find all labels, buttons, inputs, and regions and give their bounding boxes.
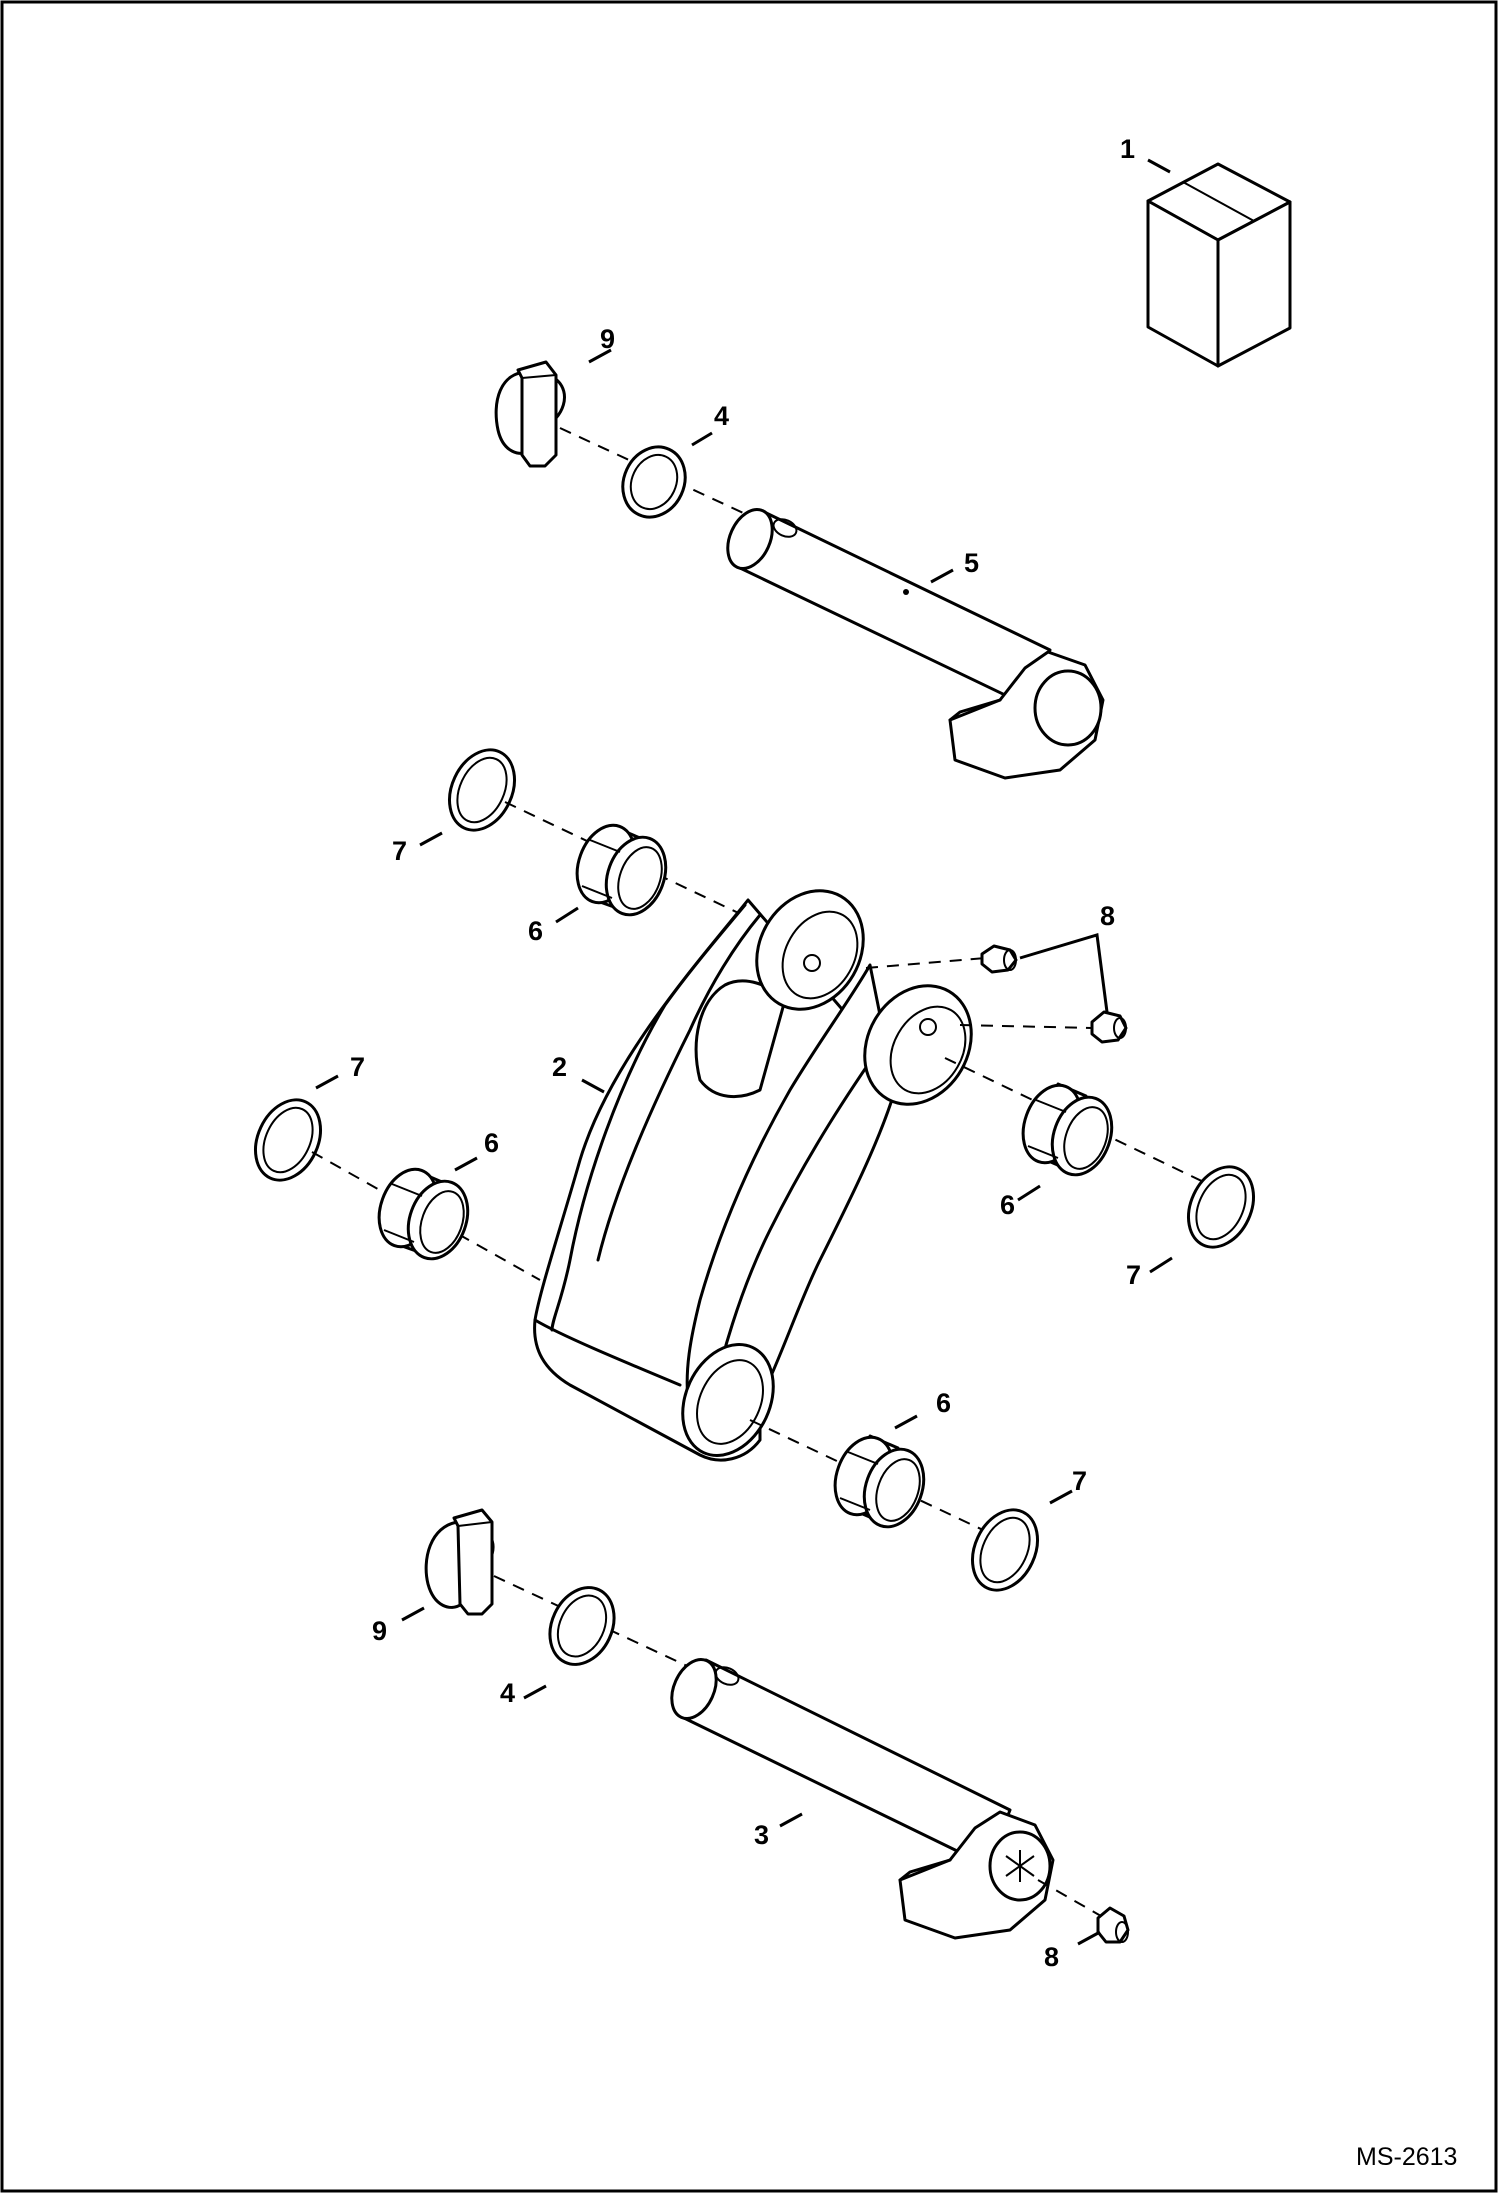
part-6-bushing-left <box>377 1167 470 1261</box>
part-4-washer-bottom <box>548 1586 616 1666</box>
part-6-bushing-upper-left <box>575 823 668 917</box>
callout-6-right: 6 <box>1000 1190 1015 1220</box>
part-7-washer-left <box>254 1098 322 1182</box>
callout-7-bottom: 7 <box>1072 1466 1087 1496</box>
part-6-bushing-right <box>1021 1082 1114 1177</box>
part-8-grease-fitting-upper <box>980 944 1018 974</box>
part-8-grease-fitting-mid <box>1090 1010 1128 1044</box>
callout-7-upper-left: 7 <box>392 836 407 866</box>
document-id: MS-2613 <box>1356 2143 1457 2171</box>
part-6-bushing-bottom <box>833 1434 926 1529</box>
axis-pin-lower-end <box>1037 1879 1109 1921</box>
callout-8-top: 8 <box>1100 901 1115 931</box>
part-5-pin-upper <box>726 508 1105 780</box>
callout-5: 5 <box>964 548 979 578</box>
axis-bottom <box>749 1419 1001 1539</box>
callouts: 1 9 4 5 7 6 8 2 7 6 6 7 6 7 9 4 3 8 <box>350 134 1141 1972</box>
callout-2: 2 <box>552 1052 567 1082</box>
callout-9-top: 9 <box>600 324 615 354</box>
axis-grease-top <box>865 957 986 969</box>
leader-lines <box>315 158 1173 1946</box>
axis-grease-mid <box>959 1024 1093 1029</box>
callout-3: 3 <box>754 1820 769 1850</box>
part-3-pin-lower <box>670 1658 1055 1940</box>
part-9-lynch-pin-bottom <box>424 1508 495 1616</box>
part-8-grease-fitting-bottom <box>1096 1906 1130 1944</box>
part-2-link-arm <box>533 889 973 1462</box>
callout-6-left: 6 <box>484 1128 499 1158</box>
callout-7-right: 7 <box>1126 1260 1141 1290</box>
part-4-washer-top <box>621 445 687 519</box>
axis-upper-left <box>504 801 771 929</box>
part-9-lynch-pin-top <box>494 360 566 468</box>
callout-1: 1 <box>1120 134 1135 164</box>
callout-8-bottom: 8 <box>1044 1942 1059 1972</box>
callout-7-left: 7 <box>350 1052 365 1082</box>
callout-4-top: 4 <box>714 401 729 431</box>
part-7-washer-upper-left <box>448 748 516 832</box>
callout-4-bottom: 4 <box>500 1678 515 1708</box>
callout-6-upper-left: 6 <box>528 916 543 946</box>
axis-upper-right <box>944 1057 1211 1186</box>
part-7-washer-bottom <box>971 1508 1039 1592</box>
part-1-kit-box <box>1146 162 1292 368</box>
part-7-washer-right <box>1187 1165 1255 1249</box>
callout-6-bottom: 6 <box>936 1388 951 1418</box>
callout-9-bottom: 9 <box>372 1616 387 1646</box>
